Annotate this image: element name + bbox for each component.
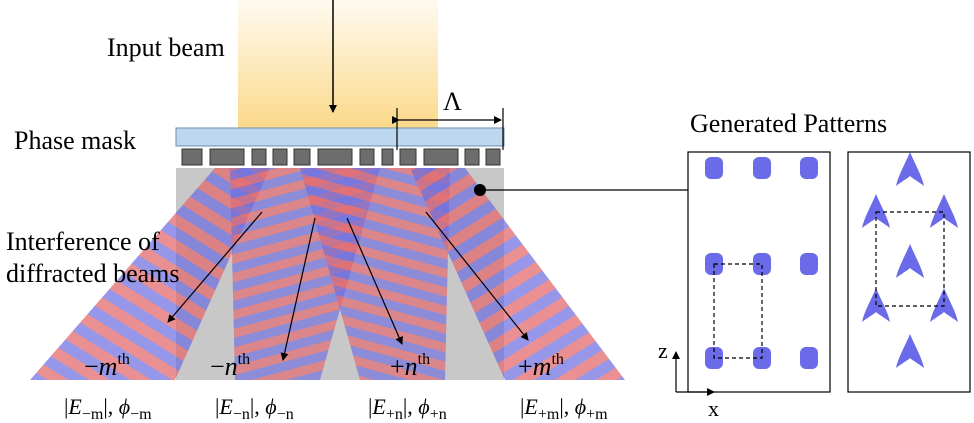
pattern-2-unit-cell: [875, 211, 945, 307]
pattern-chevron: [930, 194, 958, 228]
amp-label-plus-n: |E+n|, ϕ+n: [368, 394, 447, 423]
pattern-chevron: [862, 194, 890, 228]
input-beam: [238, 0, 438, 128]
pattern-1-dots: [705, 157, 818, 369]
beam-minus-m: [30, 168, 270, 380]
phase-mask-teeth: [181, 148, 501, 166]
order-label-plus-n: +nth: [390, 351, 430, 381]
pattern-chevron: [896, 334, 924, 368]
pattern-dot: [753, 157, 771, 179]
phase-mask: [175, 127, 505, 147]
order-label-minus-m: −mth: [84, 351, 130, 381]
arrow-plus-m: [425, 211, 529, 341]
phase-mask-label: Phase mask: [14, 126, 136, 155]
order-label-plus-m: +mth: [518, 351, 564, 381]
period-label: Λ: [443, 87, 462, 116]
pattern-dot: [705, 157, 723, 179]
pattern-dot: [800, 347, 818, 369]
order-label-minus-n: −nth: [210, 351, 250, 381]
amp-label-plus-m: |E+m|, ϕ+m: [520, 394, 608, 423]
arrow-minus-m: [167, 211, 263, 323]
amp-label-minus-m: |E−m|, ϕ−m: [64, 394, 152, 423]
axis-z-label: z: [658, 338, 668, 363]
amp-label-minus-n: |E−n|, ϕ−n: [215, 394, 294, 423]
arrow-plus-n: [346, 217, 403, 345]
interference-label-line1: Interference of: [6, 227, 160, 256]
generated-patterns-title: Generated Patterns: [690, 109, 887, 138]
pattern-1-unit-cell: [713, 263, 763, 359]
pattern-dot: [753, 253, 771, 275]
beam-plus-n: [300, 168, 450, 380]
pattern-dot: [800, 253, 818, 275]
input-beam-label: Input beam: [107, 33, 225, 62]
beam-plus-m: [410, 168, 625, 380]
axis-x-label: x: [708, 396, 719, 421]
arrow-minus-n: [280, 217, 316, 361]
pattern-chevron: [896, 244, 924, 278]
pattern-chevron: [896, 152, 924, 186]
interference-label-line2: diffracted beams: [6, 259, 180, 288]
connector-dot: [474, 184, 486, 196]
pattern-dot: [800, 157, 818, 179]
